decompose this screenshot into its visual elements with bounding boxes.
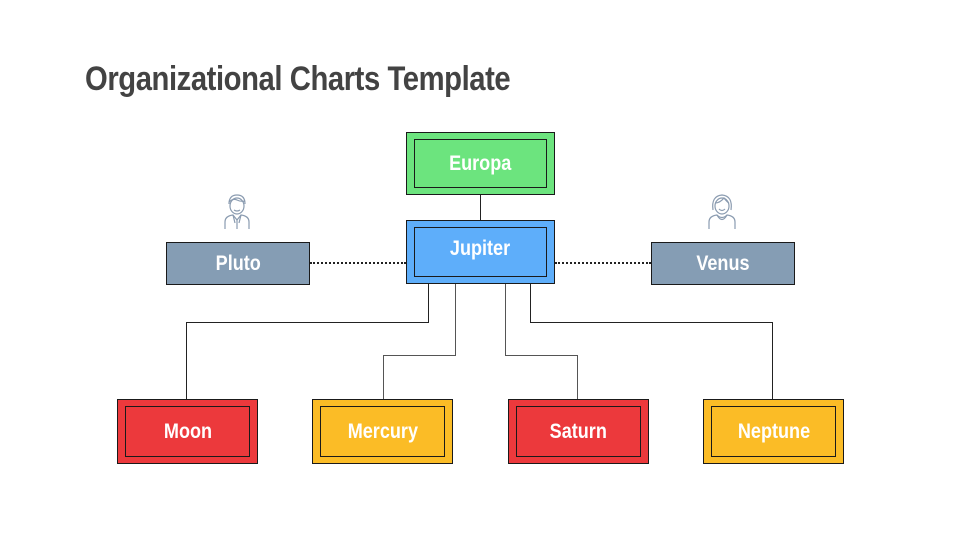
node-label: Saturn <box>549 419 608 443</box>
connector-saturn-v <box>577 355 578 400</box>
node-label: Moon <box>163 419 212 443</box>
page-title: Organizational Charts Template <box>85 60 511 98</box>
node-label: Pluto <box>215 251 261 275</box>
connector-saturn-h <box>505 355 578 356</box>
node-saturn[interactable]: Saturn <box>508 399 649 464</box>
node-neptune[interactable]: Neptune <box>703 399 844 464</box>
node-label: Neptune <box>737 419 810 443</box>
node-jupiter[interactable]: Jupiter <box>406 220 555 284</box>
node-label: Europa <box>449 151 512 175</box>
node-venus[interactable]: Venus <box>651 242 795 285</box>
connector-neptune <box>530 284 531 322</box>
node-mercury[interactable]: Mercury <box>312 399 453 464</box>
connector-mercury-h <box>383 355 456 356</box>
connector-neptune-h <box>530 322 773 323</box>
node-label: Venus <box>696 251 750 275</box>
woman-avatar-icon <box>706 192 738 230</box>
connector-moon-h <box>186 322 429 323</box>
man-avatar-icon <box>221 192 253 230</box>
node-pluto[interactable]: Pluto <box>166 242 310 285</box>
node-label: Mercury <box>347 419 418 443</box>
connector-mercury-v <box>383 355 384 400</box>
connector-mercury <box>455 284 456 355</box>
connector-neptune-v <box>772 322 773 400</box>
dotted-connector-pluto <box>310 262 406 264</box>
node-moon[interactable]: Moon <box>117 399 258 464</box>
dotted-connector-venus <box>555 262 651 264</box>
node-label: Jupiter <box>450 237 511 260</box>
node-europa[interactable]: Europa <box>406 132 555 195</box>
connector-europa-jupiter <box>480 194 481 221</box>
connector-saturn <box>505 284 506 355</box>
connector-moon <box>428 284 429 322</box>
connector-moon-v <box>186 322 187 400</box>
